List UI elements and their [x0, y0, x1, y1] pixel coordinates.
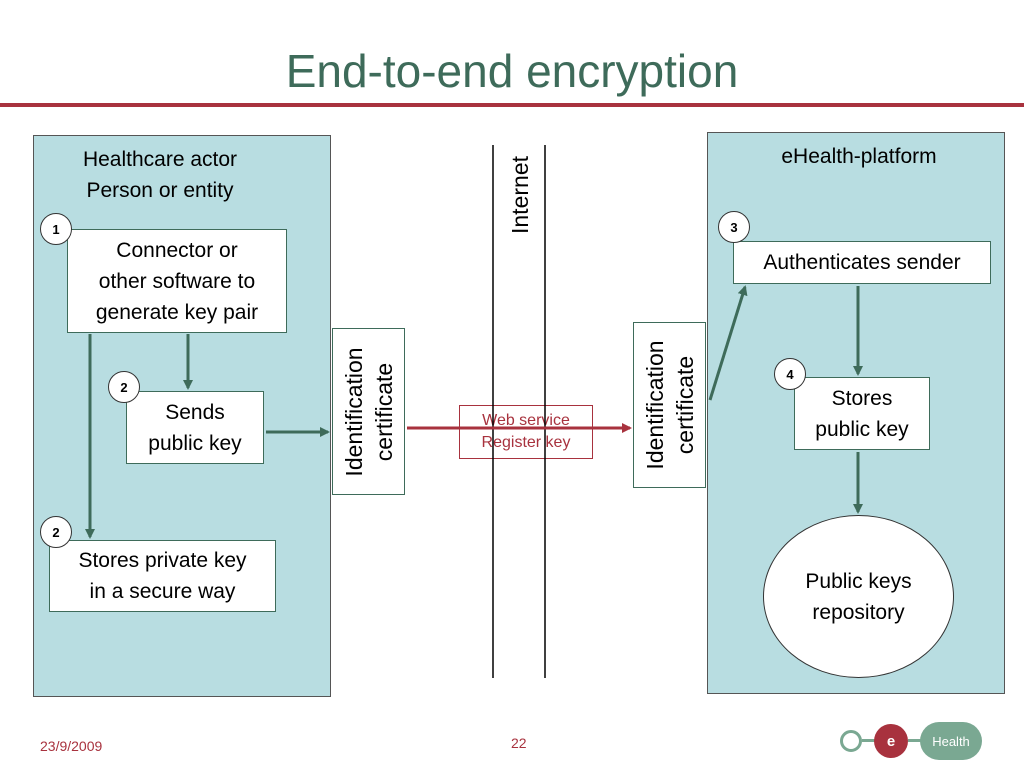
sends-public-key-box: Sends public key [126, 391, 264, 464]
oval-text-line: Public keys [805, 569, 912, 593]
web-service-line: Register key [481, 434, 571, 451]
slide-title: End-to-end encryption [285, 45, 739, 97]
authenticates-sender-box: Authenticates sender [733, 241, 991, 284]
logo-health-word: Health [920, 722, 982, 760]
ehealth-logo: e Health [840, 720, 985, 762]
box-text-line: public key [815, 417, 909, 441]
step-badge-2: 2 [108, 371, 140, 403]
logo-link [908, 739, 922, 742]
public-keys-repository: Public keys repository [763, 515, 954, 678]
box-text-line: in a secure way [89, 580, 236, 603]
web-service-line: Web service [482, 412, 570, 429]
box-text-line: generate key pair [95, 300, 259, 324]
oval-text-line: repository [812, 600, 905, 624]
stores-public-key-box: Stores public key [794, 377, 930, 450]
logo-ring-icon [840, 730, 862, 752]
web-service-box: Web service Register key [459, 405, 593, 459]
slide-date: 23/9/2009 [40, 738, 103, 754]
box-text-line: other software to [98, 269, 256, 293]
title-divider [0, 103, 1024, 107]
identification-certificate-left: Identification certificate [332, 328, 405, 495]
connector-box: Connector or other software to generate … [67, 229, 287, 333]
logo-e-icon: e [874, 724, 908, 758]
panel-title-line: Healthcare actor [82, 148, 238, 171]
panel-title-line: Person or entity [86, 179, 234, 202]
box-text-line: Sends [165, 400, 225, 424]
step-badge-3: 3 [718, 211, 750, 243]
healthcare-actor-title: Healthcare actor Person or entity [34, 144, 286, 206]
box-text-line: Connector or [116, 238, 238, 262]
box-text-line: public key [148, 431, 242, 455]
page-number: 22 [511, 735, 527, 751]
box-text-line: Stores [831, 386, 893, 410]
step-badge-2b: 2 [40, 516, 72, 548]
step-badge-4: 4 [774, 358, 806, 390]
arrow-certificate-to-authenticate [708, 285, 748, 401]
step-badge-1: 1 [40, 213, 72, 245]
ehealth-platform-title: eHealth-platform [781, 145, 937, 168]
logo-link [862, 739, 876, 742]
box-text-line: Stores private key [78, 549, 247, 572]
stores-private-key-box: Stores private key in a secure way [49, 540, 276, 612]
identification-certificate-right: Identification certificate [633, 322, 706, 488]
